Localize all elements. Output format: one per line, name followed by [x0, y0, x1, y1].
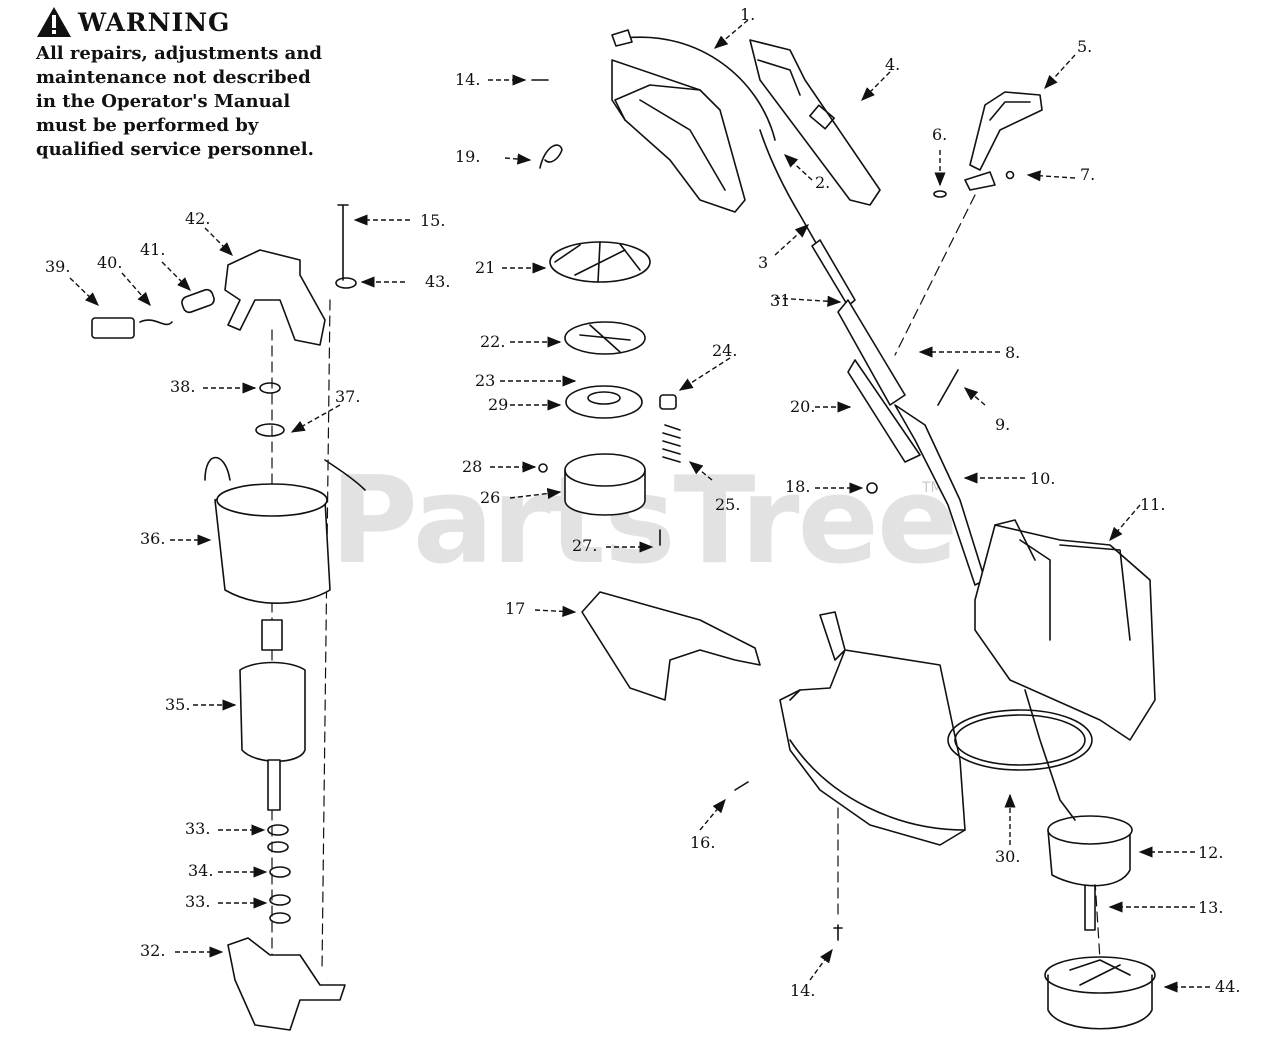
- warning-notice: WARNING All repairs, adjustments and mai…: [36, 6, 336, 162]
- callout-33-lower: 33.: [185, 892, 210, 911]
- callout-10: 10.: [1030, 469, 1055, 488]
- part-16-screw: [734, 781, 749, 791]
- part-19-clip: [539, 144, 563, 169]
- callout-26: 26: [480, 488, 500, 507]
- callout-13: 13.: [1198, 898, 1223, 917]
- part-14-screw-bottom: [833, 924, 843, 941]
- callout-7: 7.: [1080, 165, 1095, 184]
- callout-37: 37.: [335, 387, 360, 406]
- callout-14-top: 14.: [455, 70, 480, 89]
- part-34-washer: [269, 866, 291, 878]
- part-33-washer-lower: [269, 894, 291, 906]
- part-40-wire: [139, 319, 173, 326]
- warning-title: WARNING: [78, 7, 231, 37]
- callout-35: 35.: [165, 695, 190, 714]
- lower-housing: [779, 611, 966, 846]
- callout-24: 24.: [712, 341, 737, 360]
- callout-21: 21: [475, 258, 495, 277]
- part-9-bolt: [937, 369, 959, 406]
- callout-33: 33.: [185, 819, 210, 838]
- part-2-cord: [759, 129, 841, 286]
- part-38-clip: [259, 382, 281, 394]
- callout-25: 25.: [715, 495, 740, 514]
- callout-5: 5.: [1077, 37, 1092, 56]
- part-36-stator: [204, 456, 366, 604]
- callout-30: 30.: [995, 847, 1020, 866]
- part-11-motor-housing: [974, 519, 1156, 741]
- callout-28: 28: [462, 457, 482, 476]
- callout-39: 39.: [45, 257, 70, 276]
- callout-41: 41.: [140, 240, 165, 259]
- part-13-shaft: [1084, 884, 1096, 931]
- part-25-spring: [662, 424, 681, 463]
- callout-29: 29: [488, 395, 508, 414]
- callout-22: 22.: [480, 332, 505, 351]
- callout-23: 23: [475, 371, 495, 390]
- part-7-nut: [1005, 170, 1015, 180]
- part-35-armature: [239, 619, 306, 811]
- part-28-nut: [538, 463, 548, 473]
- callout-19: 19.: [455, 147, 480, 166]
- spool-assembly: [549, 241, 651, 516]
- callout-6: 6.: [932, 125, 947, 144]
- callout-4: 4.: [885, 55, 900, 74]
- callout-40: 40.: [97, 253, 122, 272]
- part-18-nut: [866, 482, 878, 494]
- part-42-brush-holder: [224, 249, 326, 346]
- callout-44: 44.: [1215, 977, 1240, 996]
- part-1-handle-housing: [611, 29, 776, 213]
- callout-43: 43.: [425, 272, 450, 291]
- callout-34: 34.: [188, 861, 213, 880]
- callout-38: 38.: [170, 377, 195, 396]
- part-4-switch-housing: [749, 39, 881, 206]
- shaft-assembly: [811, 239, 986, 586]
- callout-8: 8.: [1005, 343, 1020, 362]
- callout-2: 2.: [815, 173, 830, 192]
- part-12-motor: [1024, 689, 1133, 887]
- callout-36: 36.: [140, 529, 165, 548]
- part-39-switch: [91, 317, 135, 339]
- callout-18: 18.: [785, 477, 810, 496]
- callout-labels: 1. 2. 3 4. 5. 6. 7. 8. 9. 10. 11. 12. 13…: [45, 5, 1240, 1000]
- warning-text: All repairs, adjustments and maintenance…: [36, 43, 323, 160]
- callout-12: 12.: [1198, 843, 1223, 862]
- callout-1: 1.: [740, 5, 755, 24]
- part-15-bolt: [337, 204, 349, 281]
- callout-15: 15.: [420, 211, 445, 230]
- callout-27: 27.: [572, 536, 597, 555]
- part-5-loop-handle: [964, 91, 1043, 191]
- part-30-ring: [947, 709, 1093, 771]
- part-44-fan: [1044, 956, 1156, 1030]
- callout-32: 32.: [140, 941, 165, 960]
- callout-17: 17: [505, 599, 525, 618]
- part-43-washer: [335, 277, 357, 289]
- leader-lines: [69, 19, 1210, 993]
- callout-16: 16.: [690, 833, 715, 852]
- callout-14-bottom: 14.: [790, 981, 815, 1000]
- part-37-washer: [255, 423, 285, 437]
- part-24-cap: [659, 394, 677, 410]
- part-32-bracket: [227, 937, 346, 1031]
- part-6-screw: [933, 190, 947, 198]
- part-41-brush: [181, 288, 215, 314]
- callout-11: 11.: [1140, 495, 1165, 514]
- warning-triangle-icon: [37, 7, 71, 37]
- callout-31: 31: [770, 291, 790, 310]
- part-17-guard: [581, 591, 761, 701]
- callout-20: 20.: [790, 397, 815, 416]
- callout-3: 3: [758, 253, 768, 272]
- part-33-washer: [267, 824, 289, 836]
- callout-42: 42.: [185, 209, 210, 228]
- callout-9: 9.: [995, 415, 1010, 434]
